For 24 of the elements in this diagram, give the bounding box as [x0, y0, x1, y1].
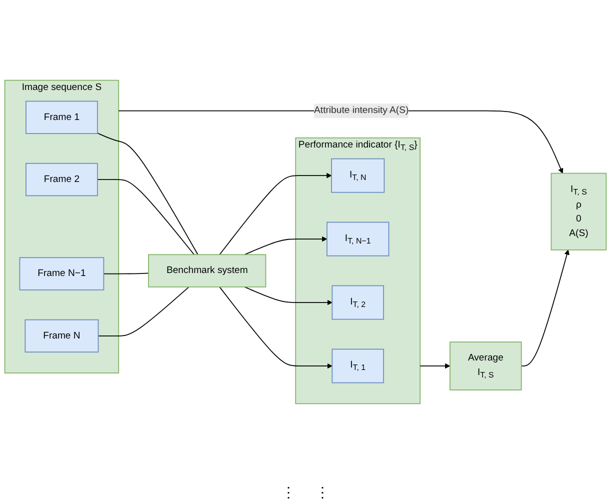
edge-label: Attribute intensity A(S): [314, 105, 409, 116]
node-box: Average I$_{T, S}$: [450, 342, 522, 390]
ellipsis-label: ⋮: [282, 484, 296, 500]
arrow: [420, 363, 450, 369]
arrow: [244, 236, 328, 256]
arrow: [219, 172, 332, 256]
node-box: Benchmark system: [148, 254, 266, 288]
node-box: I$_{T, 2}$: [332, 285, 384, 320]
connector: [103, 272, 149, 274]
connector: [97, 179, 195, 256]
node-box: Frame 2: [26, 162, 98, 196]
ellipsis-label: ⋮: [316, 484, 330, 500]
node-box: I$_{T, N}$: [331, 158, 385, 193]
arrow: [520, 250, 570, 366]
arrow: [219, 286, 332, 369]
node-box: I$_{T, 1}$: [332, 348, 384, 384]
node-box: Frame N: [24, 319, 99, 353]
node-box: I$_{T, S}$ ρ 0 A(S): [550, 172, 607, 250]
arrow: [244, 286, 332, 306]
node-box: I$_{T, N−1}$: [326, 222, 390, 256]
connector: [97, 132, 198, 256]
connector: [98, 286, 190, 336]
node-box: Frame 1: [26, 100, 98, 134]
node-box: Frame N−1: [19, 257, 104, 290]
